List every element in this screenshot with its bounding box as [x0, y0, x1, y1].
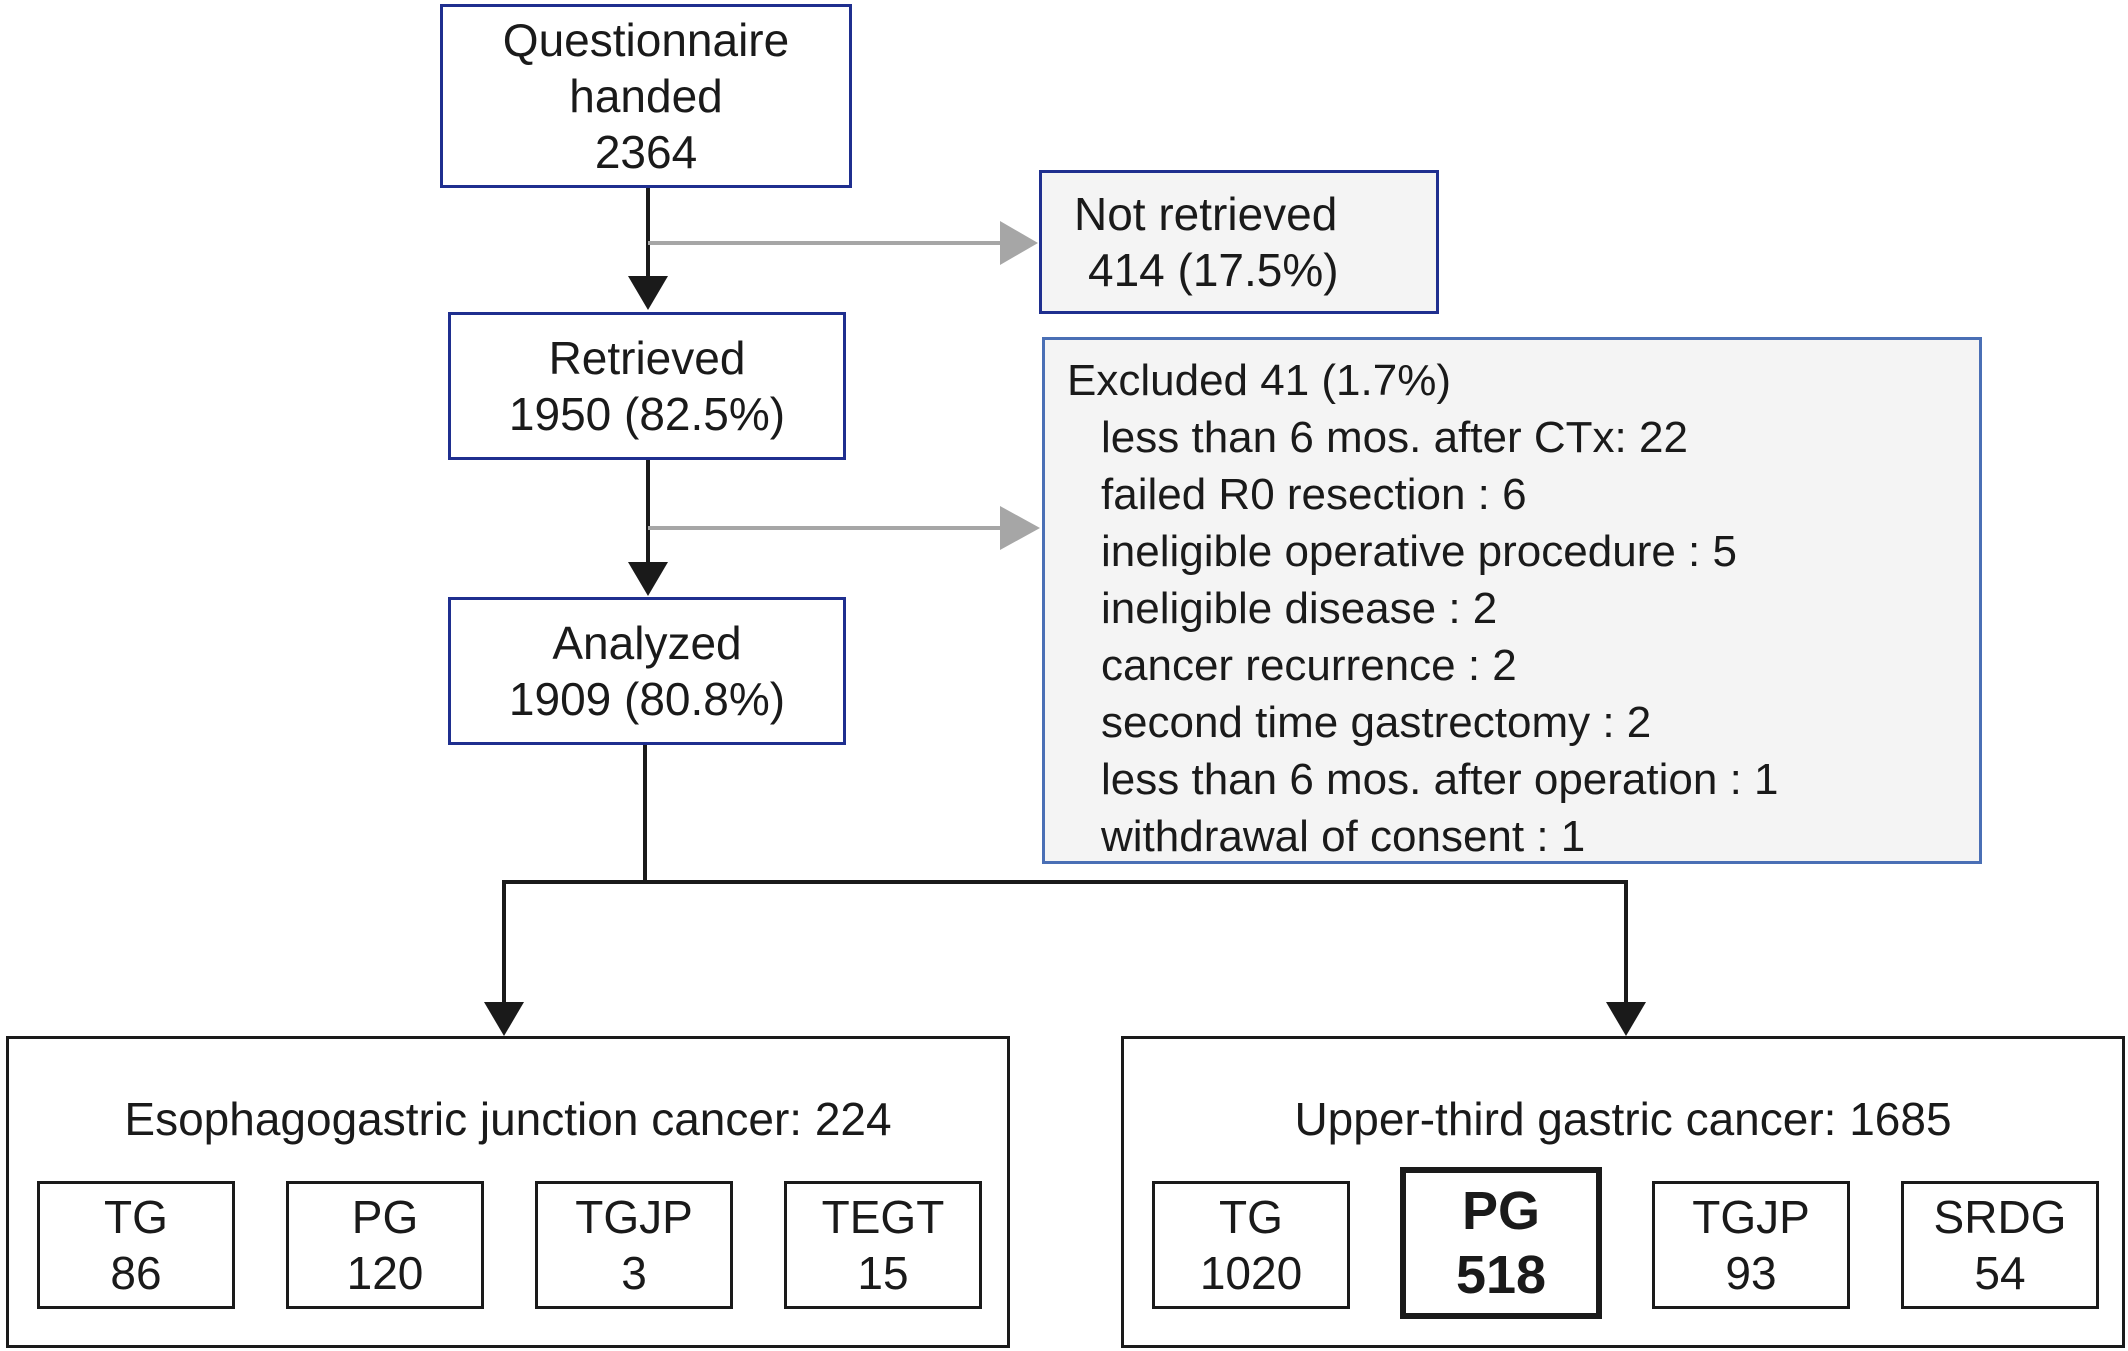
- subgroup-label: TEGT: [821, 1191, 945, 1243]
- not-retrieved-count: 414 (17.5%): [1088, 244, 1339, 296]
- retrieved-count: 1950 (82.5%): [508, 388, 786, 440]
- arrowhead-upper: [1606, 1002, 1646, 1036]
- excluded-reason: less than 6 mos. after operation : 1: [1101, 755, 1779, 804]
- analyzed-box: Analyzed 1909 (80.8%): [448, 597, 846, 745]
- excluded-head: Excluded 41 (1.7%): [1067, 356, 1451, 405]
- retrieved-label: Retrieved: [548, 332, 746, 384]
- arrowhead-not-retrieved: [1000, 221, 1038, 265]
- subgroup-label: TG: [104, 1191, 168, 1243]
- subgroup-label: TGJP: [1692, 1191, 1810, 1243]
- subgroup-count: 3: [621, 1247, 647, 1299]
- retrieved-box: Retrieved 1950 (82.5%): [448, 312, 846, 460]
- analyzed-count: 1909 (80.8%): [508, 673, 786, 725]
- excluded-reason: cancer recurrence : 2: [1101, 641, 1517, 690]
- egj-tegt-box: TEGT 15: [784, 1181, 982, 1309]
- subgroup-label: PG: [351, 1191, 419, 1243]
- analyzed-label: Analyzed: [552, 617, 742, 669]
- not-retrieved-box: Not retrieved 414 (17.5%): [1039, 170, 1439, 314]
- excluded-reason: withdrawal of consent : 1: [1101, 812, 1586, 861]
- arrowhead-excluded: [1000, 506, 1040, 550]
- excluded-reason: second time gastrectomy : 2: [1101, 698, 1652, 747]
- arrowhead-egj: [484, 1002, 524, 1036]
- excluded-reason: ineligible operative procedure : 5: [1101, 527, 1737, 576]
- egj-tgjp-box: TGJP 3: [535, 1181, 733, 1309]
- not-retrieved-label: Not retrieved: [1074, 188, 1338, 240]
- subgroup-count: 120: [346, 1247, 424, 1299]
- subgroup-count: 93: [1725, 1247, 1777, 1299]
- upper-srdg-box: SRDG 54: [1901, 1181, 2099, 1309]
- arrowhead-retrieved: [628, 276, 668, 310]
- questionnaire-line1: Questionnaire: [502, 14, 790, 66]
- subgroup-count: 518: [1455, 1245, 1547, 1305]
- excluded-reason: failed R0 resection : 6: [1101, 470, 1527, 519]
- egj-title: Esophagogastric junction cancer: 224: [124, 1093, 892, 1145]
- excluded-reason: ineligible disease : 2: [1101, 584, 1498, 633]
- upper-tg-box: TG 1020: [1152, 1181, 1350, 1309]
- subgroup-label: SRDG: [1933, 1191, 2067, 1243]
- subgroup-label: PG: [1461, 1181, 1541, 1241]
- subgroup-count: 86: [110, 1247, 162, 1299]
- upper-tgjp-box: TGJP 93: [1652, 1181, 1850, 1309]
- egj-tg-box: TG 86: [37, 1181, 235, 1309]
- questionnaire-count: 2364: [594, 126, 698, 178]
- arrowhead-analyzed: [628, 562, 668, 596]
- subgroup-count: 1020: [1199, 1247, 1303, 1299]
- excluded-box: Excluded 41 (1.7%) less than 6 mos. afte…: [1042, 337, 1982, 864]
- upper-third-title: Upper-third gastric cancer: 1685: [1294, 1093, 1952, 1145]
- questionnaire-line2: handed: [569, 70, 723, 122]
- egj-pg-box: PG 120: [286, 1181, 484, 1309]
- egj-group: Esophagogastric junction cancer: 224 TG …: [6, 1036, 1010, 1348]
- questionnaire-box: Questionnaire handed 2364: [440, 4, 852, 188]
- upper-pg-box: PG 518: [1400, 1167, 1602, 1319]
- upper-third-group: Upper-third gastric cancer: 1685 TG 1020…: [1121, 1036, 2125, 1348]
- excluded-reason: less than 6 mos. after CTx: 22: [1101, 413, 1688, 462]
- subgroup-count: 15: [857, 1247, 909, 1299]
- excluded-reasons: less than 6 mos. after CTx: 22 failed R0…: [1067, 409, 1979, 865]
- subgroup-count: 54: [1974, 1247, 2026, 1299]
- subgroup-label: TG: [1219, 1191, 1283, 1243]
- subgroup-label: TGJP: [575, 1191, 693, 1243]
